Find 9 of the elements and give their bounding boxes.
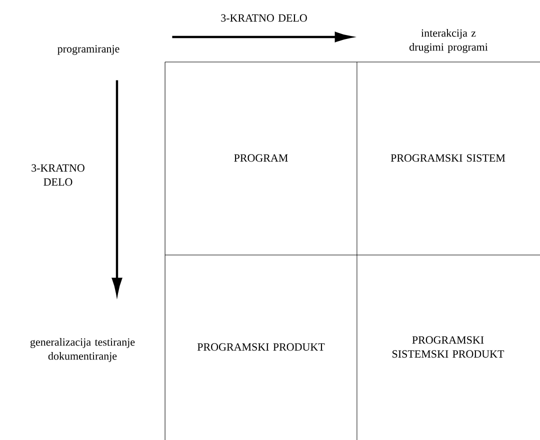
side-label: interakcija z drugimi programi (410, 29, 488, 53)
matrix-cell: PROGRAMSKI SISTEMSKI PRODUKT (392, 336, 504, 358)
edge-label: 3-KRATNO DELO (32, 164, 84, 186)
matrix-cell: PROGRAMSKI PRODUKT (197, 343, 325, 351)
side-label: generalizacija testiranje dokumentiranje (30, 338, 135, 362)
matrix-cell: PROGRAMSKI SISTEM (390, 154, 506, 162)
matrix-cell: PROGRAM (234, 154, 288, 162)
edge-label: 3-KRATNO DELO (221, 14, 307, 22)
side-label: programiranje (58, 45, 120, 55)
